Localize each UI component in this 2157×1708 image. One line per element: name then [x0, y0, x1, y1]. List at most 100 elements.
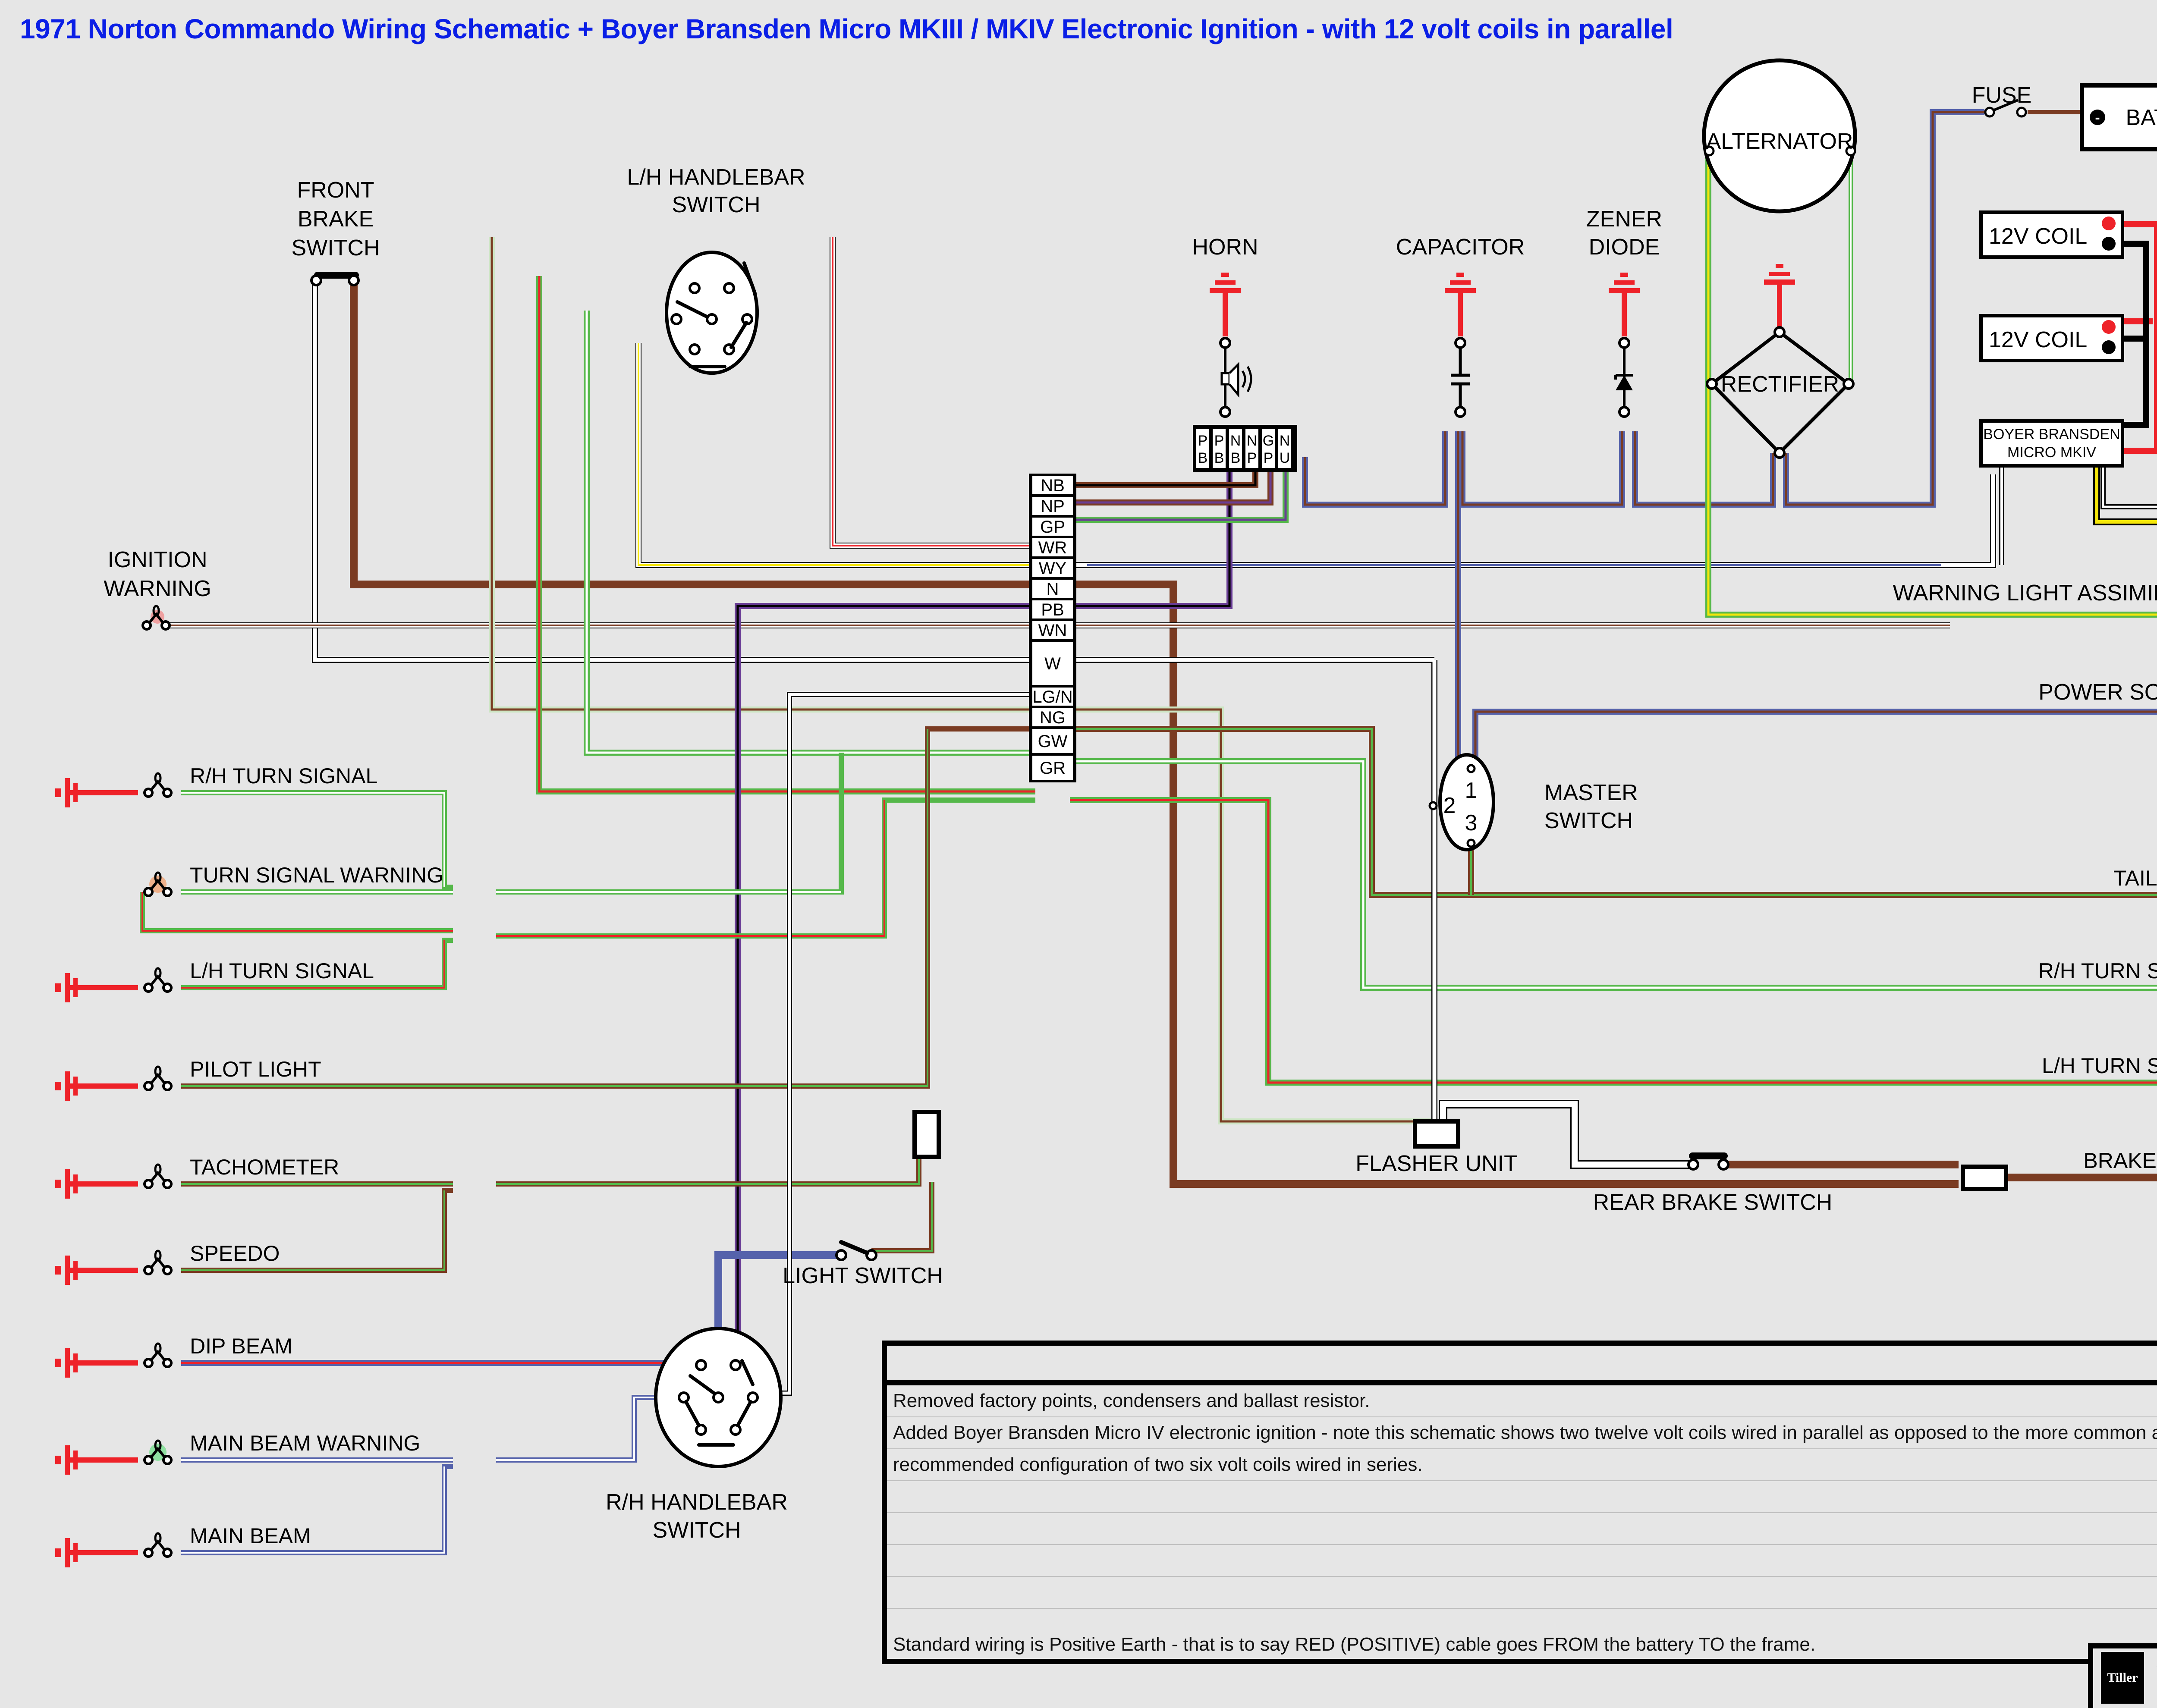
svg-text:B: B [1214, 450, 1224, 466]
lamp-label: MAIN BEAM [190, 1524, 311, 1548]
lamp-r-h-turn-signal: R/H TURN SIGNAL [2038, 959, 2157, 983]
lamp-dip-beam: DIP BEAM [55, 1334, 292, 1378]
lamp-pilot-light: PILOT LIGHT [55, 1057, 321, 1101]
front-brake-label-1: FRONT [297, 178, 374, 203]
connector-pin: WN [1032, 621, 1073, 640]
connector-pin-label: WY [1039, 559, 1066, 578]
lamp-label: TAIL LIGHT [2113, 866, 2157, 890]
svg-text:MICRO MKIV: MICRO MKIV [2007, 444, 2096, 461]
lamp-r-h-turn-signal: R/H TURN SIGNAL [55, 764, 377, 807]
light-switch: LIGHT SWITCH [783, 1110, 943, 1288]
svg-text:2: 2 [1443, 793, 1456, 818]
lamp-main-beam-warning: MAIN BEAM WARNING [55, 1431, 420, 1475]
horn-label: HORN [1192, 235, 1258, 260]
capacitor: CAPACITOR [1396, 235, 1525, 418]
lamp-brake-light: BRAKE LIGHT [2083, 1149, 2157, 1173]
horn-connector-pin: GP [1262, 429, 1275, 468]
tiller-logo: Tiller [2101, 1652, 2144, 1704]
svg-text:MASTER: MASTER [1544, 780, 1638, 805]
rear-brake-switch: REAR BRAKE SWITCH [1593, 1152, 2008, 1215]
flasher-unit: FLASHER UNIT [1355, 1119, 1518, 1176]
connector-pin-label: GR [1040, 759, 1066, 778]
svg-text:U: U [1280, 450, 1290, 466]
svg-text:WARNING LIGHT ASSIMILATOR: WARNING LIGHT ASSIMILATOR [1893, 581, 2157, 606]
svg-text:LIGHT SWITCH: LIGHT SWITCH [783, 1263, 943, 1288]
connector-pin: N [1032, 580, 1073, 599]
lamp-label: BRAKE LIGHT [2083, 1149, 2157, 1173]
connector-pin-label: GP [1040, 518, 1065, 537]
horn: HORN [1192, 235, 1258, 418]
alternator-label: ALTERNATOR [1706, 129, 1853, 154]
lamp-tail-light: TAIL LIGHT [2113, 866, 2157, 890]
svg-text:IGNITION: IGNITION [107, 547, 207, 572]
svg-text:B: B [1198, 450, 1208, 466]
connector-pin-label: W [1044, 654, 1061, 673]
connector-pin: W [1032, 642, 1073, 685]
svg-text:P: P [1247, 450, 1257, 466]
notes-line: recommended configuration of two six vol… [887, 1449, 2157, 1481]
power-socket: oo POWER SOCKET [2038, 680, 2157, 705]
coil-1-label: 12V COIL [1989, 224, 2087, 249]
horn-connector-pin: PB [1196, 429, 1209, 468]
svg-text:BOYER BRANSDEN: BOYER BRANSDEN [1983, 426, 2120, 443]
connector-pin: GP [1032, 518, 1073, 537]
horn-connector-pin: NU [1278, 429, 1291, 468]
connector-pin: LG/N [1032, 688, 1073, 706]
lamp-main-beam: MAIN BEAM [55, 1524, 311, 1567]
horn-connector-pin: PB [1213, 429, 1226, 468]
connector-pin-label: NB [1041, 476, 1065, 495]
coil-2: 12V COIL [1979, 314, 2124, 362]
svg-text:SWITCH: SWITCH [1544, 808, 1633, 833]
connector-pin-label: WR [1038, 538, 1067, 557]
front-brake-label-2: BRAKE [298, 207, 374, 232]
lh-handlebar-switch: L/H HANDLEBAR SWITCH [627, 165, 805, 375]
notes-line [887, 1481, 2157, 1513]
lamp-label: R/H TURN SIGNAL [190, 764, 377, 788]
front-brake-label-3: SWITCH [291, 235, 380, 261]
svg-text:B: B [1231, 450, 1241, 466]
master-switch: 1 2 3 MASTER SWITCH [1428, 753, 1638, 851]
zener-diode: ZENER DIODE [1586, 207, 1662, 418]
notes-footer: Standard wiring is Positive Earth - that… [893, 1634, 1816, 1655]
alternator: ALTERNATOR [1702, 58, 1857, 214]
coil-1: 12V COIL [1979, 210, 2124, 259]
svg-text:N: N [1247, 433, 1258, 449]
svg-text:R/H HANDLEBAR: R/H HANDLEBAR [606, 1490, 788, 1515]
svg-text:3: 3 [1465, 810, 1478, 835]
svg-text:FLASHER UNIT: FLASHER UNIT [1355, 1151, 1518, 1176]
connector-pin-label: NG [1040, 708, 1066, 727]
front-brake-switch: FRONT BRAKE SWITCH [291, 178, 380, 286]
coil-2-label: 12V COIL [1989, 327, 2087, 352]
lh-switch-label-1: L/H HANDLEBAR [627, 165, 805, 190]
lamp-l-h-turn-signal: L/H TURN SIGNAL [55, 959, 374, 1002]
lamp-l-h-turn-signal: L/H TURN SIGNAL [2042, 1054, 2157, 1078]
lamp-label: TURN SIGNAL WARNING [190, 863, 443, 887]
right-lamp-group: TAIL LIGHT R/H TURN SIGNAL L/H TURN SIGNAL… [2038, 866, 2157, 1173]
fuse-label: FUSE [1972, 83, 2032, 108]
svg-text:POWER SOCKET: POWER SOCKET [2038, 680, 2157, 705]
connector-pin-label: GW [1038, 732, 1068, 751]
wires [140, 109, 2157, 1555]
svg-text:ZENER: ZENER [1586, 207, 1662, 232]
connector-pin: PB [1032, 600, 1073, 619]
rectifier-label: RECTIFIER [1721, 372, 1839, 397]
battery-label: BATTERY [2126, 105, 2157, 130]
svg-text:G: G [1263, 433, 1274, 449]
connector-pin-label: NP [1041, 497, 1065, 516]
notes-line: Removed factory points, condensers and b… [887, 1385, 2157, 1417]
notes-line [887, 1513, 2157, 1545]
capacitor-label: CAPACITOR [1396, 235, 1525, 260]
battery: - + BATTERY [2080, 83, 2157, 151]
svg-text:WARNING: WARNING [104, 576, 211, 601]
horn-connector-pin: NB [1229, 429, 1242, 468]
svg-text:N: N [1280, 433, 1290, 449]
lamp-label: TACHOMETER [190, 1155, 339, 1179]
boyer-ignition-unit: BOYER BRANSDEN MICRO MKIV [1979, 419, 2124, 468]
connector-pin-label: LG/N [1032, 688, 1072, 706]
lamp-label: DIP BEAM [190, 1334, 292, 1358]
connector-pin-label: PB [1041, 600, 1064, 619]
svg-text:REAR BRAKE SWITCH: REAR BRAKE SWITCH [1593, 1190, 1833, 1215]
